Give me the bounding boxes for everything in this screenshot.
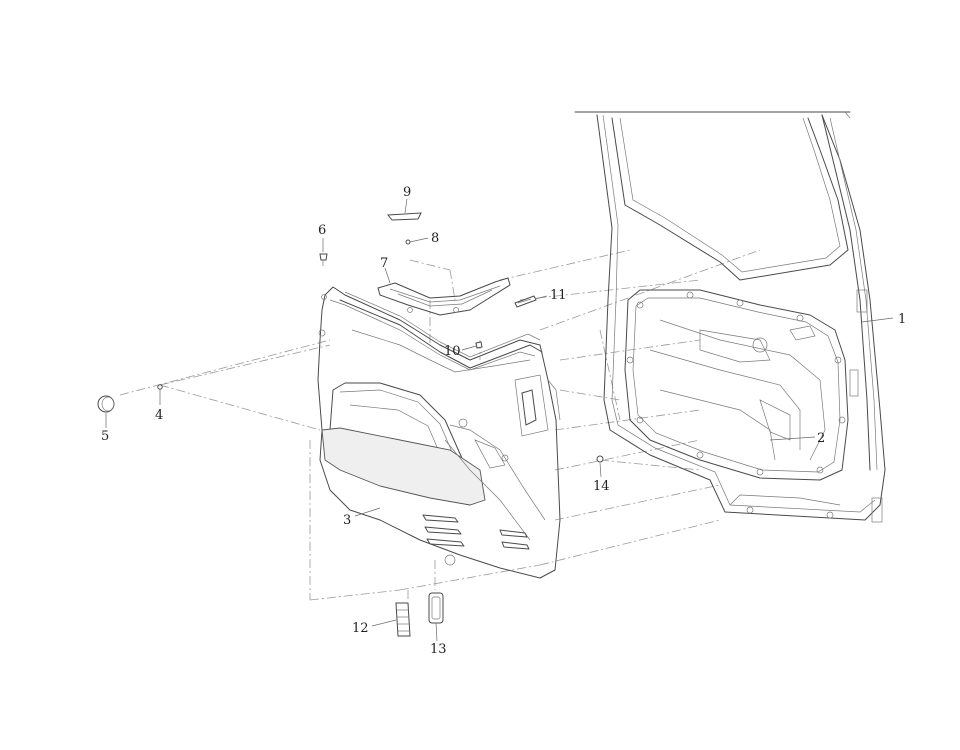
door-trim-panel-part-3 xyxy=(317,286,561,579)
callout-9: 9 xyxy=(403,185,411,200)
callout-8: 8 xyxy=(431,231,439,246)
callout-4: 4 xyxy=(155,408,163,423)
door-frame-part-1 xyxy=(574,111,886,523)
cap-part-5 xyxy=(97,395,115,413)
leader-lines xyxy=(105,198,894,642)
callout-1: 1 xyxy=(898,312,906,327)
fastener-part-10 xyxy=(475,341,483,349)
assembly-guide-lines xyxy=(119,249,761,601)
hinges xyxy=(849,289,883,523)
callout-labels: 1 2 3 4 5 6 7 8 9 10 11 12 13 14 xyxy=(101,185,906,657)
callout-2: 2 xyxy=(817,431,825,446)
speaker-louvres xyxy=(422,514,530,550)
clip-part-6 xyxy=(319,253,328,266)
frame-mounting-holes xyxy=(626,291,846,476)
nut-part-14 xyxy=(596,455,604,463)
screw-part-4 xyxy=(157,384,163,390)
callout-5: 5 xyxy=(101,429,109,444)
screw-part-8 xyxy=(405,239,411,245)
callout-7: 7 xyxy=(380,256,388,271)
switch-bezel-part-11 xyxy=(514,295,537,308)
callout-12: 12 xyxy=(352,621,369,636)
callout-13: 13 xyxy=(430,642,447,657)
cover-plate-part-9 xyxy=(387,212,422,221)
frame-ring-part-13 xyxy=(428,592,444,624)
grille-part-12 xyxy=(395,602,411,637)
handle-bezel-part-7 xyxy=(377,277,511,316)
callout-3: 3 xyxy=(343,513,351,528)
callout-11: 11 xyxy=(550,288,567,303)
callout-10: 10 xyxy=(444,344,461,359)
callout-14: 14 xyxy=(593,479,610,494)
callout-6: 6 xyxy=(318,223,326,238)
